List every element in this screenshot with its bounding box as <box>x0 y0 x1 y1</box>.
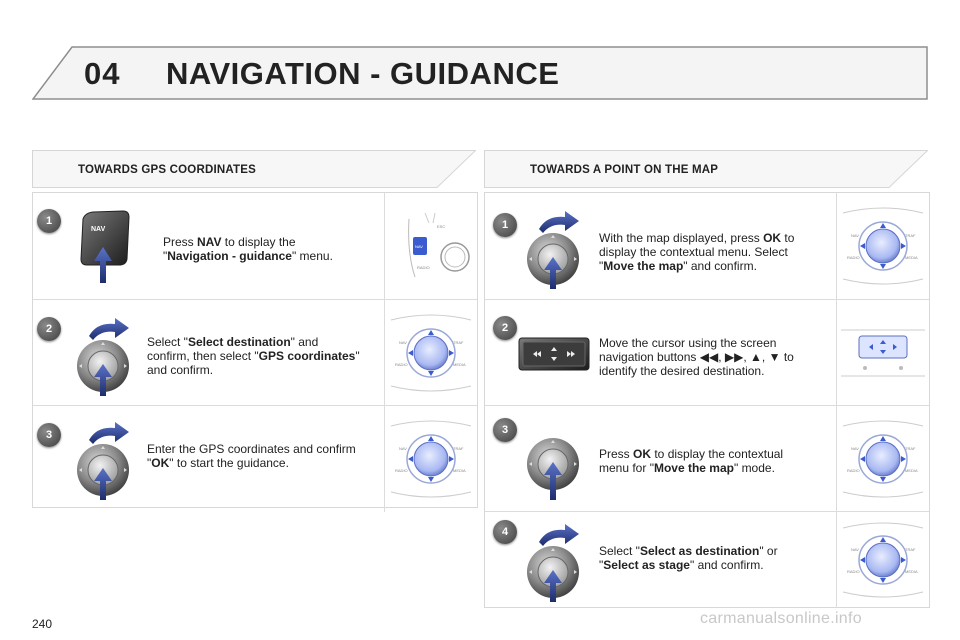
thumb-label-nav: NAV <box>851 547 859 552</box>
rotary-knob-icon <box>77 318 129 396</box>
page-title: NAVIGATION - GUIDANCE <box>166 56 560 91</box>
thumb-label-nav: NAV <box>399 446 407 451</box>
step-row: 3 Enter the GPS coordinates and confirm … <box>33 405 477 512</box>
up-arrow-icon: ▲ <box>750 350 762 364</box>
step-number-badge: 3 <box>493 418 517 442</box>
step-instruction: Press NAV to display the "Navigation - g… <box>163 235 333 263</box>
fast-forward-icon: ▶▶ <box>724 350 744 364</box>
thumb-label-traf: TRAF <box>905 446 916 451</box>
thumb-label-radio: RADIO <box>395 362 408 367</box>
step-thumbnail: NAV ESC RADIO <box>384 193 477 299</box>
turn-arrow-icon <box>539 524 579 546</box>
page-header: 04 NAVIGATION - GUIDANCE <box>32 46 928 100</box>
step-thumbnail: NAV TRAF RADIO MEDIA <box>384 300 477 406</box>
thumb-label-nav: NAV <box>399 340 407 345</box>
thumb-label-traf: TRAF <box>453 446 464 451</box>
blue-dial-thumbnail: NAV TRAF RADIO MEDIA <box>390 420 472 498</box>
press-knob-icon <box>527 438 579 500</box>
turn-arrow-icon <box>539 211 579 233</box>
rotary-knob-icon <box>527 211 579 289</box>
blue-dial-thumbnail: NAV TRAF RADIO MEDIA <box>842 207 924 285</box>
blue-dial-thumbnail: NAV TRAF RADIO MEDIA <box>842 420 924 498</box>
down-arrow-icon: ▼ <box>768 350 781 364</box>
watermark-text: carmanualsonline.info <box>700 610 862 627</box>
step-thumbnail: NAV TRAF RADIO MEDIA <box>384 406 477 512</box>
rewind-icon: ◀◀ <box>699 350 719 364</box>
thumb-label-nav: NAV <box>415 244 423 249</box>
right-section-heading: TOWARDS A POINT ON THE MAP <box>484 150 928 188</box>
step-instruction: Select "Select as destination" or "Selec… <box>599 544 778 572</box>
step-thumbnail: NAV TRAF RADIO MEDIA <box>836 512 929 608</box>
step-number-badge: 1 <box>37 209 61 233</box>
thumb-label-radio: RADIO <box>847 468 860 473</box>
rotary-knob-icon <box>527 524 579 602</box>
thumb-label-media: MEDIA <box>905 569 918 574</box>
step-number-badge: 2 <box>493 316 517 340</box>
step-instruction: Enter the GPS coordinates and confirm "O… <box>147 442 356 470</box>
left-section-heading: TOWARDS GPS COORDINATES <box>32 150 476 188</box>
step-thumbnail: NAV TRAF RADIO MEDIA <box>836 193 929 299</box>
thumb-label-radio: RADIO <box>395 468 408 473</box>
right-steps-panel: 1 With the map displayed, press OK to di… <box>484 192 930 608</box>
thumb-label-nav: NAV <box>851 233 859 238</box>
section-title: TOWARDS A POINT ON THE MAP <box>530 164 719 176</box>
step-row: 1 NAV Press NAV to display the "Navigati… <box>33 193 477 299</box>
step-row: 2 Move the cursor using the screen navig… <box>485 299 929 406</box>
turn-arrow-icon <box>89 422 129 444</box>
heading-frame <box>32 150 476 188</box>
step-row: 2 Select "Select destination" and confir… <box>33 299 477 406</box>
thumb-label-traf: TRAF <box>905 233 916 238</box>
left-steps-panel: 1 NAV Press NAV to display the "Navigati… <box>32 192 478 512</box>
thumb-label-media: MEDIA <box>453 468 466 473</box>
thumb-label-radio: RADIO <box>417 265 430 270</box>
step-number-badge: 2 <box>37 317 61 341</box>
step-thumbnail: NAV TRAF RADIO MEDIA <box>836 406 929 512</box>
rotary-knob-icon <box>77 422 129 500</box>
step-number-badge: 1 <box>493 213 517 237</box>
thumb-label-radio: RADIO <box>847 255 860 260</box>
section-title: TOWARDS GPS COORDINATES <box>78 164 256 176</box>
step-row: 1 With the map displayed, press OK to di… <box>485 193 929 299</box>
step-instruction: With the map displayed, press OK to disp… <box>599 231 795 273</box>
step-number-badge: 3 <box>37 423 61 447</box>
page-number: 240 <box>32 617 53 631</box>
step-number-badge: 4 <box>493 520 517 544</box>
step-instruction: Select "Select destination" and confirm,… <box>147 335 360 377</box>
step-instruction: Move the cursor using the screen navigat… <box>599 336 794 378</box>
heading-frame <box>484 150 928 188</box>
step-row: 4 Select "Select as destination" or "Sel… <box>485 511 929 608</box>
console-nav-thumbnail: NAV ESC RADIO <box>408 212 470 278</box>
turn-arrow-icon <box>89 318 129 340</box>
step-thumbnail <box>836 300 929 406</box>
step-instruction: Press OK to display the contextual menu … <box>599 447 784 475</box>
thumb-label-media: MEDIA <box>905 468 918 473</box>
nav-key-icon: NAV <box>80 210 130 283</box>
thumb-label-traf: TRAF <box>905 547 916 552</box>
blue-dial-thumbnail: NAV TRAF RADIO MEDIA <box>842 522 924 598</box>
header-tab-shape <box>32 46 928 100</box>
thumb-label-media: MEDIA <box>905 255 918 260</box>
blue-dial-thumbnail: NAV TRAF RADIO MEDIA <box>390 314 472 392</box>
screen-nav-buttons-icon <box>518 337 590 371</box>
screen-buttons-thumbnail <box>841 329 925 377</box>
thumb-label-esc: ESC <box>437 224 445 229</box>
step-row: 3 Press OK to display the contextual men… <box>485 405 929 512</box>
nav-key-label: NAV <box>91 226 106 233</box>
thumb-label-nav: NAV <box>851 446 859 451</box>
thumb-label-media: MEDIA <box>453 362 466 367</box>
thumb-label-radio: RADIO <box>847 569 860 574</box>
thumb-label-traf: TRAF <box>453 340 464 345</box>
chapter-number: 04 <box>84 56 121 91</box>
